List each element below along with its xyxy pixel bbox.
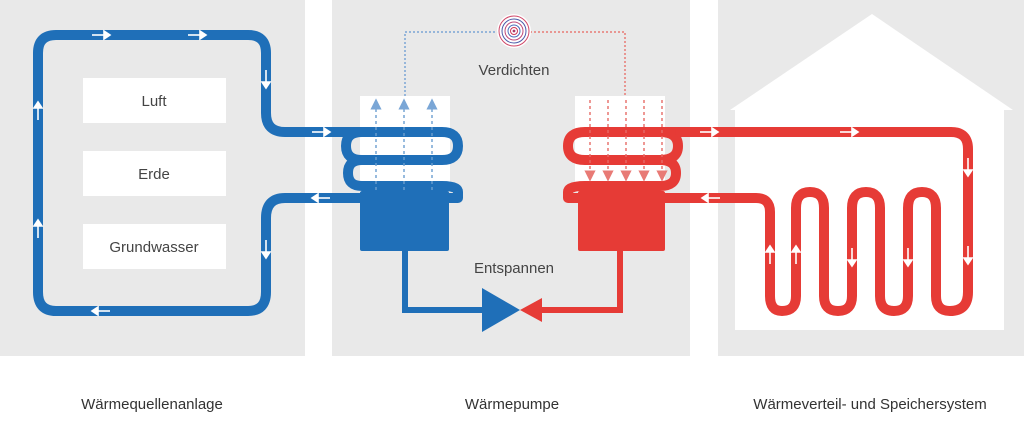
evaporator-tank [360, 191, 449, 251]
expansion-line-blue [402, 251, 486, 313]
condenser-tank [578, 191, 665, 251]
compress-label: Verdichten [479, 62, 550, 79]
source-box-luft [83, 78, 226, 123]
condenser-panel [575, 96, 665, 192]
source-label-grundwasser: Grundwasser [109, 239, 198, 256]
discharge-line [530, 31, 626, 96]
expansion-arrow-red [520, 298, 542, 322]
source-label-erde: Erde [138, 166, 170, 183]
distribution-loop [675, 127, 973, 316]
suction-line [404, 31, 498, 96]
evaporator-vapor-arrows [370, 98, 438, 190]
condenser-coil [563, 127, 685, 203]
section-label-pump: Wärmepumpe [464, 396, 560, 413]
expansion-arrow-blue [482, 288, 520, 332]
source-box-grundwasser [83, 224, 226, 269]
expansion-line-red [536, 251, 623, 313]
source-label-luft: Luft [141, 93, 167, 110]
section-label-source: Wärmequellenanlage [81, 396, 223, 413]
section-label-distribution: Wärmeverteil- und Speichersystem [753, 396, 987, 413]
compressor-icon [497, 14, 531, 48]
source-box-erde [83, 151, 226, 196]
source-loop [33, 30, 350, 316]
source-flow-arrows [32, 29, 332, 317]
condenser-vapor-arrows [584, 100, 668, 182]
distribution-flow-arrows [700, 126, 974, 268]
evaporator-coil [340, 127, 463, 203]
expand-label: Entspannen [474, 260, 554, 277]
evaporator-panel [360, 96, 450, 192]
